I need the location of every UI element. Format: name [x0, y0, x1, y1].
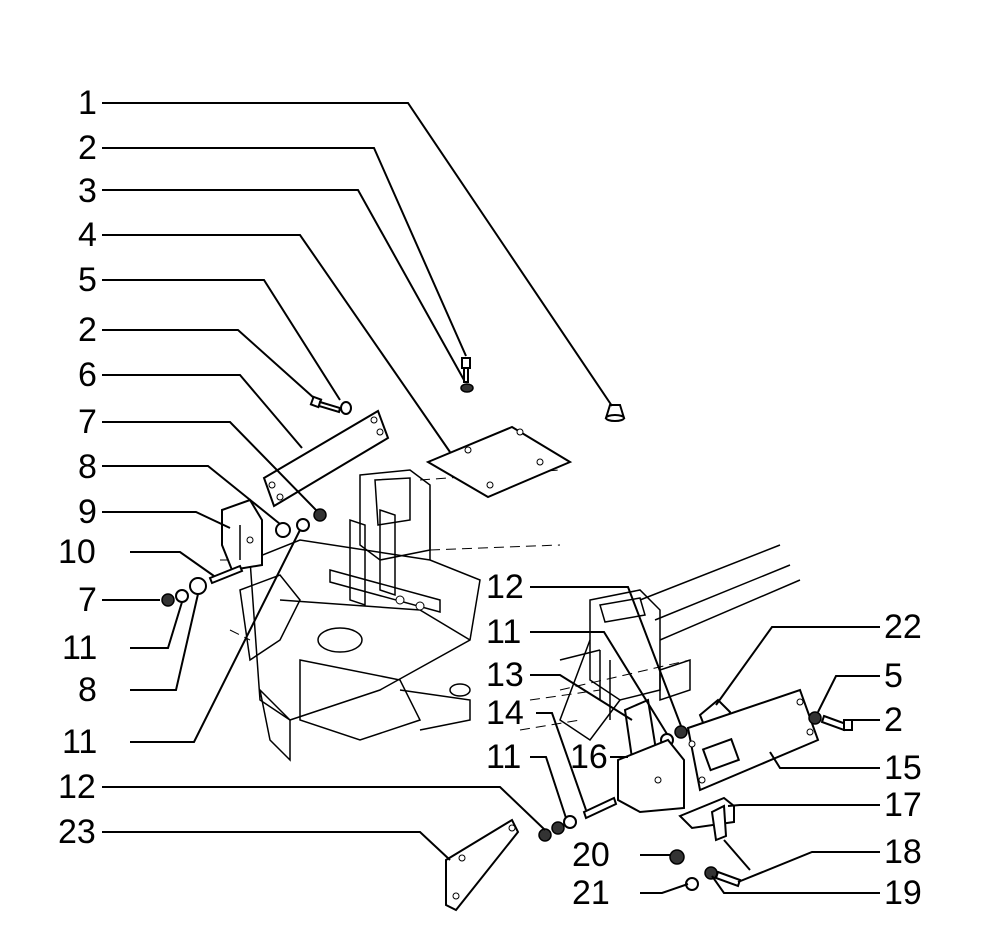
- part-18-bolt: [714, 870, 742, 888]
- callout-labels: 1 2 3 4 5 2 6 7 8 9 10 7 11 8 11 12 11 1…: [58, 84, 922, 912]
- callout-5-right: 5: [884, 657, 903, 695]
- callout-12-a: 12: [486, 568, 524, 606]
- callout-2-left: 2: [78, 311, 97, 349]
- part-12-nut-right: [674, 725, 688, 739]
- callout-5: 5: [78, 261, 97, 299]
- callout-1: 1: [78, 84, 97, 122]
- callout-7-upper: 7: [78, 403, 97, 441]
- callout-9: 9: [78, 493, 97, 531]
- callout-3: 3: [78, 172, 97, 210]
- part-11-washer-upper: [296, 518, 310, 532]
- callout-21: 21: [572, 874, 610, 912]
- callout-10: 10: [58, 533, 96, 571]
- callout-11-d: 11: [486, 738, 521, 776]
- part-11-washer-lower-right: [563, 815, 577, 829]
- part-4-plate: [425, 425, 573, 499]
- part-7-nut-upper: [313, 508, 327, 522]
- part-20-nut: [669, 849, 685, 865]
- callout-16: 16: [570, 738, 608, 776]
- part-12-nut-lower-2: [538, 828, 552, 842]
- callout-23: 23: [58, 813, 96, 851]
- part-5-washer-right: [808, 711, 822, 725]
- callout-20: 20: [572, 836, 610, 874]
- callout-6: 6: [78, 356, 97, 394]
- part-7-nut-lower: [161, 593, 175, 607]
- callout-11-c: 11: [486, 613, 521, 651]
- callout-14: 14: [486, 694, 524, 732]
- callout-19: 19: [884, 874, 922, 912]
- callout-4: 4: [78, 216, 97, 254]
- callout-7-lower: 7: [78, 581, 97, 619]
- callout-15: 15: [884, 749, 922, 787]
- part-2-bolt-top: [461, 357, 471, 383]
- part-15-plate: [686, 688, 820, 792]
- callout-12-b: 12: [58, 768, 96, 806]
- part-6-plate: [262, 409, 390, 508]
- callout-13: 13: [486, 656, 524, 694]
- part-2-bolt-right-head: [843, 719, 853, 731]
- right-frame-assembly: [519, 544, 801, 742]
- leader-lines: [102, 102, 880, 894]
- callout-17: 17: [884, 786, 922, 824]
- part-2-bolt-left: [309, 395, 342, 414]
- part-16-bracket: [617, 738, 685, 814]
- part-5-washer-left: [340, 401, 352, 415]
- callout-2: 2: [78, 129, 97, 167]
- part-19-washer: [704, 866, 718, 880]
- part-23-plate: [445, 818, 520, 912]
- part-17-clip: [678, 796, 735, 842]
- callout-2-right: 2: [884, 701, 903, 739]
- part-11-washer-lower: [175, 589, 189, 603]
- callout-11-a: 11: [62, 629, 97, 667]
- part-8-washer-upper: [275, 522, 291, 538]
- callout-18: 18: [884, 833, 922, 871]
- part-2-bolt-right: [820, 714, 848, 732]
- part-1-cap: [604, 404, 626, 422]
- callout-8-upper: 8: [78, 448, 97, 486]
- part-9-bracket: [221, 498, 263, 572]
- part-12-nut-lower-1: [551, 821, 565, 835]
- callout-11-b: 11: [62, 723, 97, 761]
- callout-8-lower: 8: [78, 671, 97, 709]
- callout-22: 22: [884, 608, 922, 646]
- part-8-washer-lower: [189, 577, 207, 595]
- part-3-washer: [460, 383, 474, 393]
- part-14-stud: [582, 796, 618, 820]
- part-10-stud: [208, 564, 244, 585]
- left-frame-assembly: [220, 469, 561, 762]
